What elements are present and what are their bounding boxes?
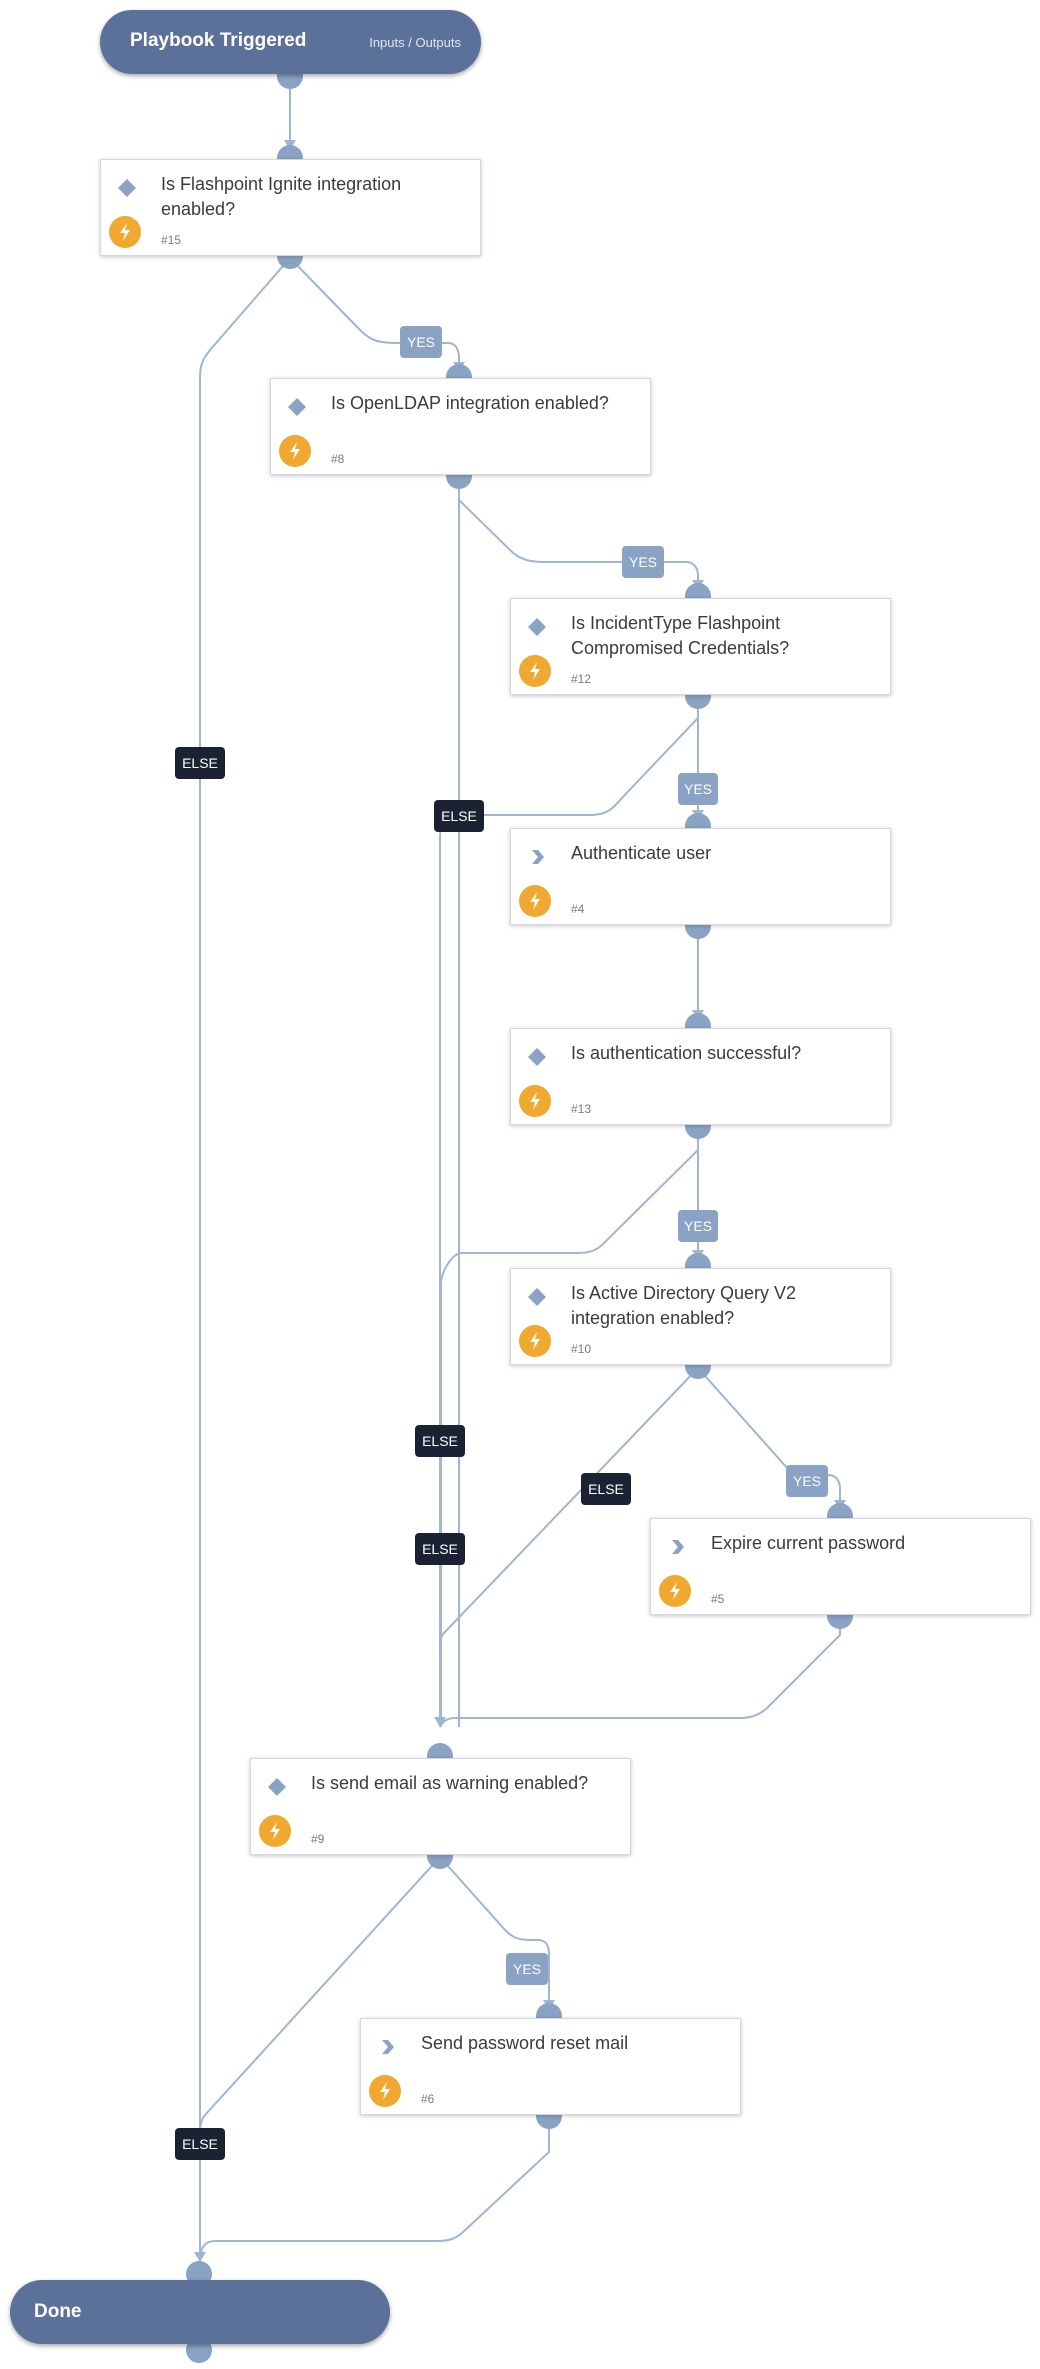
task-label: Send password reset mail <box>421 2033 629 2053</box>
task-5[interactable]: Expire current password #5 <box>650 1518 1031 1615</box>
yes-label[interactable]: YES <box>400 326 442 358</box>
task-id: #8 <box>331 452 345 466</box>
edge-5-to-9 <box>439 1618 841 1728</box>
playbook-triggered-node[interactable]: Playbook Triggered Inputs / Outputs <box>100 10 481 74</box>
edge-13-else-to-9 <box>440 1128 699 1727</box>
else-label[interactable]: ELSE <box>175 747 225 779</box>
done-title: Done <box>34 2301 82 2322</box>
else-label[interactable]: ELSE <box>175 2128 225 2160</box>
lightning-bolt-icon <box>369 2075 401 2107</box>
yes-label[interactable]: YES <box>622 546 664 578</box>
diamond-icon <box>118 179 136 197</box>
task-id: #4 <box>571 902 585 916</box>
lightning-bolt-icon <box>279 435 311 467</box>
task-id: #15 <box>161 233 182 247</box>
task-id: #9 <box>311 1832 325 1846</box>
task-12[interactable]: Is IncidentType Flashpoint Compromised C… <box>510 598 891 695</box>
task-label: Is send email as warning enabled? <box>311 1773 589 1793</box>
task-13[interactable]: Is authentication successful? #13 <box>510 1028 891 1125</box>
yes-label[interactable]: YES <box>678 773 718 805</box>
diamond-icon <box>268 1778 286 1796</box>
task-id: #13 <box>571 1102 592 1116</box>
lightning-bolt-icon <box>659 1575 691 1607</box>
task-id: #6 <box>421 2092 435 2106</box>
chevron-right-icon <box>672 1540 684 1554</box>
diamond-icon <box>528 1048 546 1066</box>
lightning-bolt-icon <box>519 655 551 687</box>
task-label: Authenticate user <box>571 843 712 863</box>
task-id: #5 <box>711 1592 725 1606</box>
task-label: Expire current password <box>711 1533 906 1553</box>
task-label: Is OpenLDAP integration enabled? <box>331 393 609 413</box>
yes-label[interactable]: YES <box>678 1210 718 1242</box>
edge-15-else-to-done <box>199 257 291 2262</box>
task-9[interactable]: Is send email as warning enabled? #9 <box>250 1758 631 1855</box>
yes-label[interactable]: YES <box>506 1953 548 1985</box>
chevron-right-icon <box>382 2040 394 2054</box>
start-title: Playbook Triggered <box>130 30 307 51</box>
task-label: Is Flashpoint Ignite integration enabled… <box>161 174 402 219</box>
task-15[interactable]: Is Flashpoint Ignite integration enabled… <box>100 159 481 256</box>
task-8[interactable]: Is OpenLDAP integration enabled? #8 <box>270 378 651 475</box>
task-6[interactable]: Send password reset mail #6 <box>360 2018 741 2115</box>
else-label[interactable]: ELSE <box>434 800 484 832</box>
else-label[interactable]: ELSE <box>415 1533 465 1565</box>
lightning-bolt-icon <box>519 1085 551 1117</box>
edge-6-to-done <box>199 2118 550 2263</box>
arrowhead <box>434 1717 446 1727</box>
task-10[interactable]: Is Active Directory Query V2 integration… <box>510 1268 891 1365</box>
edge-9-yes-to-6 <box>439 1856 550 2010</box>
task-id: #12 <box>571 672 592 686</box>
lightning-bolt-icon <box>259 1815 291 1847</box>
task-4[interactable]: Authenticate user #4 <box>510 828 891 925</box>
lightning-bolt-icon <box>109 216 141 248</box>
edge-8-yes-to-12 <box>458 478 699 590</box>
lightning-bolt-icon <box>519 1325 551 1357</box>
diamond-icon <box>528 618 546 636</box>
task-id: #10 <box>571 1342 592 1356</box>
task-label: Is authentication successful? <box>571 1043 802 1063</box>
else-label[interactable]: ELSE <box>581 1473 631 1505</box>
lightning-bolt-icon <box>519 885 551 917</box>
yes-label[interactable]: YES <box>786 1465 828 1497</box>
diamond-icon <box>528 1288 546 1306</box>
diamond-icon <box>288 398 306 416</box>
edge-10-else-to-9 <box>439 1367 699 1727</box>
arrowhead <box>194 2252 206 2262</box>
chevron-right-icon <box>532 850 544 864</box>
task-label: Is IncidentType Flashpoint Compromised C… <box>571 613 790 658</box>
inputs-outputs-link[interactable]: Inputs / Outputs <box>369 35 461 50</box>
else-label[interactable]: ELSE <box>415 1425 465 1457</box>
task-label: Is Active Directory Query V2 integration… <box>571 1283 797 1328</box>
done-node[interactable]: Done <box>10 2280 390 2344</box>
